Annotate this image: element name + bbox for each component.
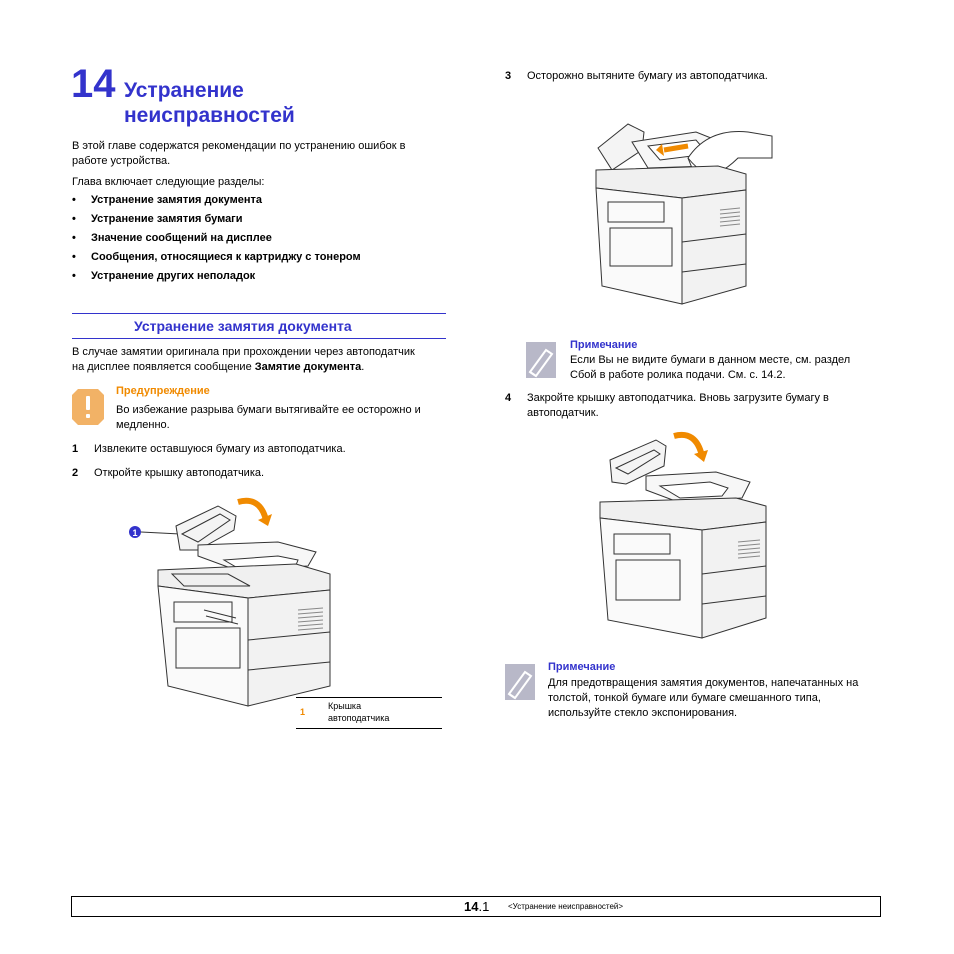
step-text: Закройте крышку автоподатчика. Вновь заг… <box>527 391 829 421</box>
step-3: 3 Осторожно вытяните бумагу из автоподат… <box>505 69 768 84</box>
callout-legend-line2: автоподатчика <box>328 713 390 723</box>
page-number-page: .1 <box>478 899 490 914</box>
step-1: 1 Извлеките оставшуюся бумагу из автопод… <box>72 442 346 457</box>
section-text-line1: В случае замятии оригинала при прохожден… <box>72 346 415 358</box>
note-line2: толстой, тонкой бумаге или бумаге смешан… <box>548 692 821 704</box>
callout-legend-line1: Крышка <box>328 701 362 711</box>
intro-line2: работе устройства. <box>72 155 171 167</box>
note-heading: Примечание <box>548 661 616 673</box>
intro-paragraph: В этой главе содержатся рекомендации по … <box>72 139 405 169</box>
step-4: 4 Закройте крышку автоподатчика. Вновь з… <box>505 391 829 419</box>
section-text-line2: на дисплее появляется сообщение Замятие … <box>72 360 415 375</box>
callout-legend-number: 1 <box>300 707 306 717</box>
note-heading: Примечание <box>570 339 638 351</box>
note-line1: Для предотвращения замятия документов, н… <box>548 677 859 689</box>
section-text-bold: Замятие документа <box>254 361 362 373</box>
step-number: 4 <box>505 392 512 404</box>
warning-icon <box>72 389 104 425</box>
note-icon <box>505 664 535 700</box>
step-text-line2: автоподатчик. <box>527 407 599 419</box>
step-text: Осторожно вытяните бумагу из автоподатчи… <box>527 70 768 82</box>
list-item[interactable]: Устранение других неполадок <box>72 267 361 286</box>
chapter-title-line2: неисправностей <box>124 104 295 127</box>
chapter-number: 14 <box>71 62 116 106</box>
step-number: 2 <box>72 467 79 479</box>
intro-sections-label: Глава включает следующие разделы: <box>72 176 265 188</box>
list-item[interactable]: Сообщения, относящиеся к картриджу с тон… <box>72 248 361 267</box>
section-text-suffix: . <box>361 361 365 373</box>
note-line3: используйте стекло экспонирования. <box>548 707 738 719</box>
note-line2: Сбой в работе ролика подачи. См. с. 14.2… <box>570 369 786 381</box>
list-item[interactable]: Значение сообщений на дисплее <box>72 229 361 248</box>
page-footer: 14.1 <Устранение неисправностей> <box>71 896 881 917</box>
step-text: Извлеките оставшуюся бумагу из автоподат… <box>94 443 346 455</box>
note-text: Если Вы не видите бумаги в данном месте,… <box>570 353 850 383</box>
intro-line1: В этой главе содержатся рекомендации по … <box>72 140 406 152</box>
section-list: Устранение замятия документа Устранение … <box>72 191 361 286</box>
printer-cover-open-illustration: 1 <box>128 490 338 710</box>
section-heading: Устранение замятия документа <box>72 313 446 339</box>
warning-heading: Предупреждение <box>116 385 210 397</box>
step-2: 2 Откройте крышку автоподатчика. <box>72 466 264 481</box>
callout-legend-text: Крышка автоподатчика <box>328 700 389 724</box>
printer-pull-paper-illustration <box>588 118 773 310</box>
step-number: 3 <box>505 70 512 82</box>
step-text-line1: Закройте крышку автоподатчика. Вновь заг… <box>527 392 829 404</box>
note-text: Для предотвращения замятия документов, н… <box>548 676 858 721</box>
warning-text: Во избежание разрыва бумаги вытягивайте … <box>116 403 421 433</box>
step-text: Откройте крышку автоподатчика. <box>94 467 265 479</box>
note-line1: Если Вы не видите бумаги в данном месте,… <box>570 354 851 366</box>
page-number: 14.1 <box>464 899 489 914</box>
callout-legend: 1 Крышка автоподатчика <box>296 697 442 729</box>
footer-section: <Устранение неисправностей> <box>508 902 624 911</box>
warning-line1: Во избежание разрыва бумаги вытягивайте … <box>116 404 421 416</box>
note-icon <box>526 342 556 378</box>
section-paragraph: В случае замятии оригинала при прохожден… <box>72 345 415 375</box>
chapter-title-line1: Устранение <box>124 79 244 102</box>
section-title: Устранение замятия документа <box>134 318 352 334</box>
page-number-chapter: 14 <box>464 899 479 914</box>
step-number: 1 <box>72 443 79 455</box>
section-text-prefix: на дисплее появляется сообщение <box>72 361 255 373</box>
list-item[interactable]: Устранение замятия документа <box>72 191 361 210</box>
list-item[interactable]: Устранение замятия бумаги <box>72 210 361 229</box>
warning-line2: медленно. <box>116 419 170 431</box>
callout-marker: 1 <box>132 528 137 538</box>
printer-close-cover-illustration <box>596 426 772 642</box>
chapter-title: Устранение неисправностей <box>124 78 295 128</box>
